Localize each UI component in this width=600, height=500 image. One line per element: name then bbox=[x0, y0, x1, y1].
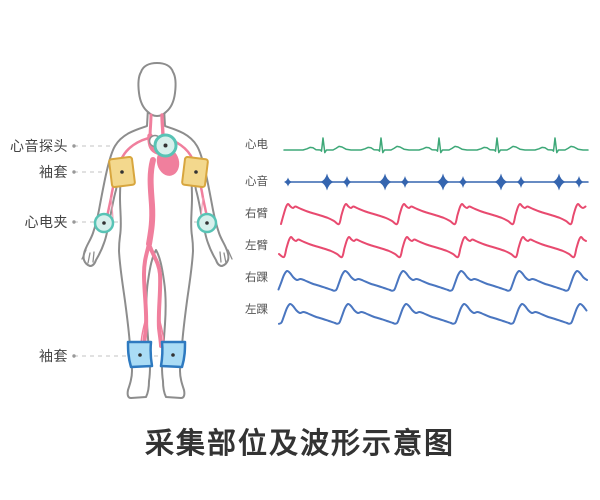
arm-cuff-right-dot bbox=[194, 170, 198, 174]
ankle-cuff-right-dot bbox=[171, 353, 175, 357]
waveforms-layer bbox=[277, 137, 589, 325]
diagram-title: 采集部位及波形示意图 bbox=[144, 428, 455, 460]
label-wave-right-arm: 右臂 bbox=[245, 208, 268, 220]
ankle-cuff-left-dot bbox=[138, 353, 142, 357]
arm-cuff-left-dot bbox=[120, 170, 124, 174]
label-wave-ecg: 心电 bbox=[245, 139, 268, 151]
leader-dots bbox=[72, 144, 76, 358]
label-heart-probe: 心音探头 bbox=[10, 138, 68, 154]
label-wave-heart-sound: 心音 bbox=[245, 176, 268, 188]
label-wave-left-ankle: 左踝 bbox=[245, 304, 268, 316]
descending-aorta bbox=[146, 157, 156, 247]
head bbox=[137, 62, 177, 117]
waveform-arm-pulse-2 bbox=[280, 203, 587, 226]
heart-sound-bursts bbox=[284, 173, 584, 191]
hand-fingers bbox=[81, 249, 233, 264]
label-wave-left-arm: 左臂 bbox=[245, 240, 268, 252]
label-arm-cuff: 袖套 bbox=[39, 164, 68, 180]
waveform-ankle-pulse-5 bbox=[278, 302, 588, 325]
sensor-components bbox=[93, 133, 218, 369]
body-outline bbox=[82, 107, 230, 399]
label-ecg-clip: 心电夹 bbox=[24, 214, 68, 230]
body-figure bbox=[81, 62, 233, 399]
waveform-ankle-pulse-4 bbox=[277, 269, 588, 292]
iliac-right-artery bbox=[147, 242, 163, 348]
ecg-clip-left-dot bbox=[102, 221, 106, 225]
label-ankle-cuff: 袖套 bbox=[39, 348, 68, 364]
ecg-clip-right-dot bbox=[205, 221, 209, 225]
waveform-arm-pulse-3 bbox=[278, 236, 587, 259]
label-wave-right-ankle: 右踝 bbox=[245, 272, 268, 284]
iliac-left-artery bbox=[141, 242, 151, 348]
heart-sound-probe-dot bbox=[163, 143, 168, 148]
waveform-heart-sound-1 bbox=[284, 173, 589, 191]
waveform-ecg-0 bbox=[283, 137, 589, 154]
